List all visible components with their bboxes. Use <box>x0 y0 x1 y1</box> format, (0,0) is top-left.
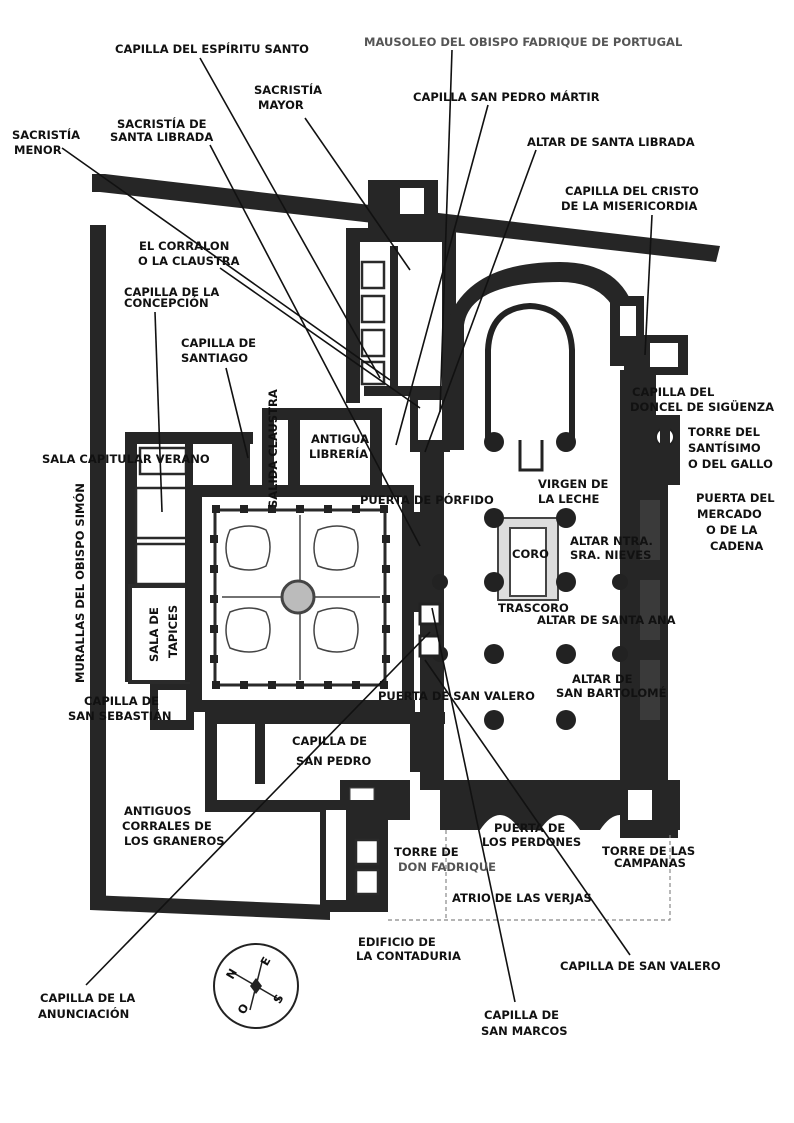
label-torre-santisimo-3: O DEL GALLO <box>688 457 773 471</box>
label-sacristia-santa-librada-2: SANTA LIBRADA <box>110 130 213 144</box>
label-torre-campanas-2: CAMPANAS <box>614 856 686 870</box>
label-virgen-leche-1: VIRGEN DE <box>538 477 609 491</box>
label-capilla-santiago-1: CAPILLA DE <box>181 336 256 350</box>
label-puerta-porfido: PUERTA DE PÓRFIDO <box>360 492 494 507</box>
label-puerta-mercado-2: MERCADO <box>697 507 762 521</box>
leader-lines <box>61 49 653 1003</box>
label-sacristia-mayor-1: SACRISTÍA <box>254 82 322 97</box>
label-sacristia-mayor-2: MAYOR <box>258 98 304 112</box>
label-capilla-santiago-2: SANTIAGO <box>181 351 248 365</box>
label-capilla-san-pedro-2: SAN PEDRO <box>296 754 371 768</box>
label-torre-fadrique-2: DON FADRIQUE <box>398 860 496 874</box>
label-capilla-espiritu-santo: CAPILLA DEL ESPÍRITU SANTO <box>115 41 309 56</box>
label-torre-santisimo-1: TORRE DEL <box>688 425 761 439</box>
label-puerta-mercado-4: CADENA <box>710 539 763 553</box>
label-capilla-cristo-1: CAPILLA DEL CRISTO <box>565 184 699 198</box>
label-capilla-san-marcos-1: CAPILLA DE <box>484 1008 559 1022</box>
label-puerta-perdones-1: PUERTA DE <box>494 821 565 835</box>
label-sala-capitular: SALA CAPITULAR VERANO <box>42 452 210 466</box>
label-capilla-doncel-2: DONCEL DE SIGÜENZA <box>630 399 774 414</box>
label-contaduria-1: EDIFICIO DE <box>358 935 436 949</box>
label-torre-santisimo-2: SANTÍSIMO <box>688 440 761 455</box>
label-altar-santa-ana: ALTAR DE SANTA ANA <box>537 613 676 627</box>
label-antigua-libreria-1: ANTIGUA <box>311 432 369 446</box>
label-altar-bartolome-1: ALTAR DE <box>572 672 633 686</box>
label-capilla-san-pedro-martir: CAPILLA SAN PEDRO MÁRTIR <box>413 89 600 104</box>
label-antigua-libreria-2: LIBRERÍA <box>309 446 368 461</box>
label-puerta-mercado-3: O DE LA <box>706 523 758 537</box>
label-sacristia-menor-1: SACRISTÍA <box>12 127 80 142</box>
label-capilla-san-pedro-1: CAPILLA DE <box>292 734 367 748</box>
label-capilla-anunciacion-1: CAPILLA DE LA <box>40 991 135 1005</box>
label-capilla-sebastian-2: SAN SEBASTIÁN <box>68 708 172 723</box>
label-altar-nieves-1: ALTAR NTRA. <box>570 534 653 548</box>
label-torre-fadrique-1: TORRE DE <box>394 845 459 859</box>
label-puerta-perdones-2: LOS PERDONES <box>482 835 581 849</box>
label-capilla-sebastian-1: CAPILLA DE <box>84 694 159 708</box>
label-corrales-3: LOS GRANEROS <box>124 834 225 848</box>
label-corralon-2: O LA CLAUSTRA <box>138 254 240 268</box>
south-buildings <box>205 712 671 921</box>
label-contaduria-2: LA CONTADURIA <box>356 949 461 963</box>
label-altar-nieves-2: SRA. NIEVES <box>570 548 651 562</box>
label-corralon-1: EL CORRALON <box>139 239 229 253</box>
label-trascoro: TRASCORO <box>498 601 569 615</box>
compass-rose: N E S O <box>213 943 299 1029</box>
label-murallas: MURALLAS DEL OBISPO SIMÓN <box>72 483 87 683</box>
label-sacristia-santa-librada-1: SACRISTÍA DE <box>117 116 207 131</box>
label-capilla-concepcion-2: CONCEPCIÓN <box>124 295 209 310</box>
label-puerta-mercado-1: PUERTA DEL <box>696 491 775 505</box>
label-sala-tapices-2: TAPICES <box>166 605 180 658</box>
label-salida-claustra: SALIDA CLAUSTRA <box>266 389 280 508</box>
plan-labels: CAPILLA DEL ESPÍRITU SANTO MAUSOLEO DEL … <box>12 35 775 1038</box>
label-capilla-san-valero: CAPILLA DE SAN VALERO <box>560 959 721 973</box>
label-mausoleo: MAUSOLEO DEL OBISPO FADRIQUE DE PORTUGAL <box>364 35 683 49</box>
label-altar-bartolome-2: SAN BARTOLOMÉ <box>556 685 667 700</box>
label-sacristia-menor-2: MENOR <box>14 143 62 157</box>
label-virgen-leche-2: LA LECHE <box>538 492 599 506</box>
label-corrales-2: CORRALES DE <box>122 819 212 833</box>
label-capilla-cristo-2: DE LA MISERICORDIA <box>561 199 698 213</box>
label-capilla-concepcion-1: CAPILLA DE LA <box>124 285 219 299</box>
label-torre-campanas-1: TORRE DE LAS <box>602 844 695 858</box>
label-corrales-1: ANTIGUOS <box>124 804 191 818</box>
label-atrio-verjas: ATRIO DE LAS VERJAS <box>452 891 592 905</box>
label-puerta-san-valero: PUERTA DE SAN VALERO <box>378 689 535 703</box>
label-coro: CORO <box>512 547 549 561</box>
church <box>414 262 688 838</box>
label-capilla-doncel-1: CAPILLA DEL <box>632 385 715 399</box>
label-altar-santa-librada: ALTAR DE SANTA LIBRADA <box>527 135 695 149</box>
label-capilla-anunciacion-2: ANUNCIACIÓN <box>38 1006 129 1021</box>
cloister <box>190 408 415 712</box>
label-capilla-san-marcos-2: SAN MARCOS <box>481 1024 568 1038</box>
label-sala-tapices-1: SALA DE <box>147 607 161 662</box>
